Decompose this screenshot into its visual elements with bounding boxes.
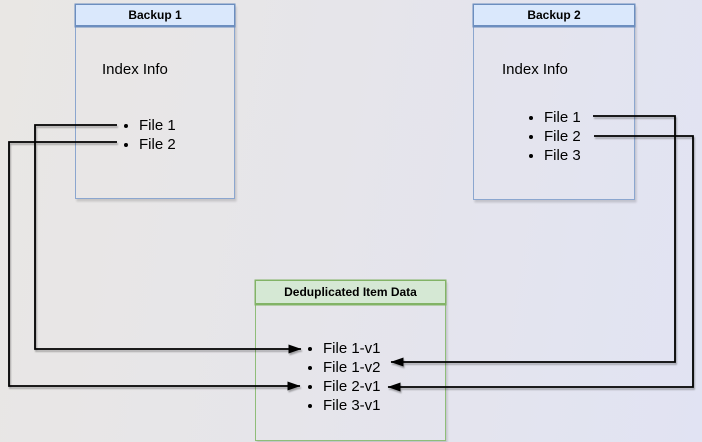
list-item: File 1 bbox=[122, 116, 176, 135]
list-item: File 2 bbox=[527, 127, 581, 146]
backup1-index-info-label: Index Info bbox=[102, 61, 168, 78]
list-item: File 1-v1 bbox=[306, 339, 381, 358]
list-item: File 3-v1 bbox=[306, 396, 381, 415]
list-item: File 3 bbox=[527, 146, 581, 165]
backup2-index-info-label: Index Info bbox=[502, 61, 568, 78]
backup1-header: Backup 1 bbox=[76, 5, 234, 26]
backup2-header: Backup 2 bbox=[474, 5, 634, 26]
list-item: File 2-v1 bbox=[306, 377, 381, 396]
list-item: File 1 bbox=[527, 108, 581, 127]
list-item: File 1-v2 bbox=[306, 358, 381, 377]
list-item: File 2 bbox=[122, 135, 176, 154]
deduplicated-item-data-header: Deduplicated Item Data bbox=[256, 281, 445, 304]
